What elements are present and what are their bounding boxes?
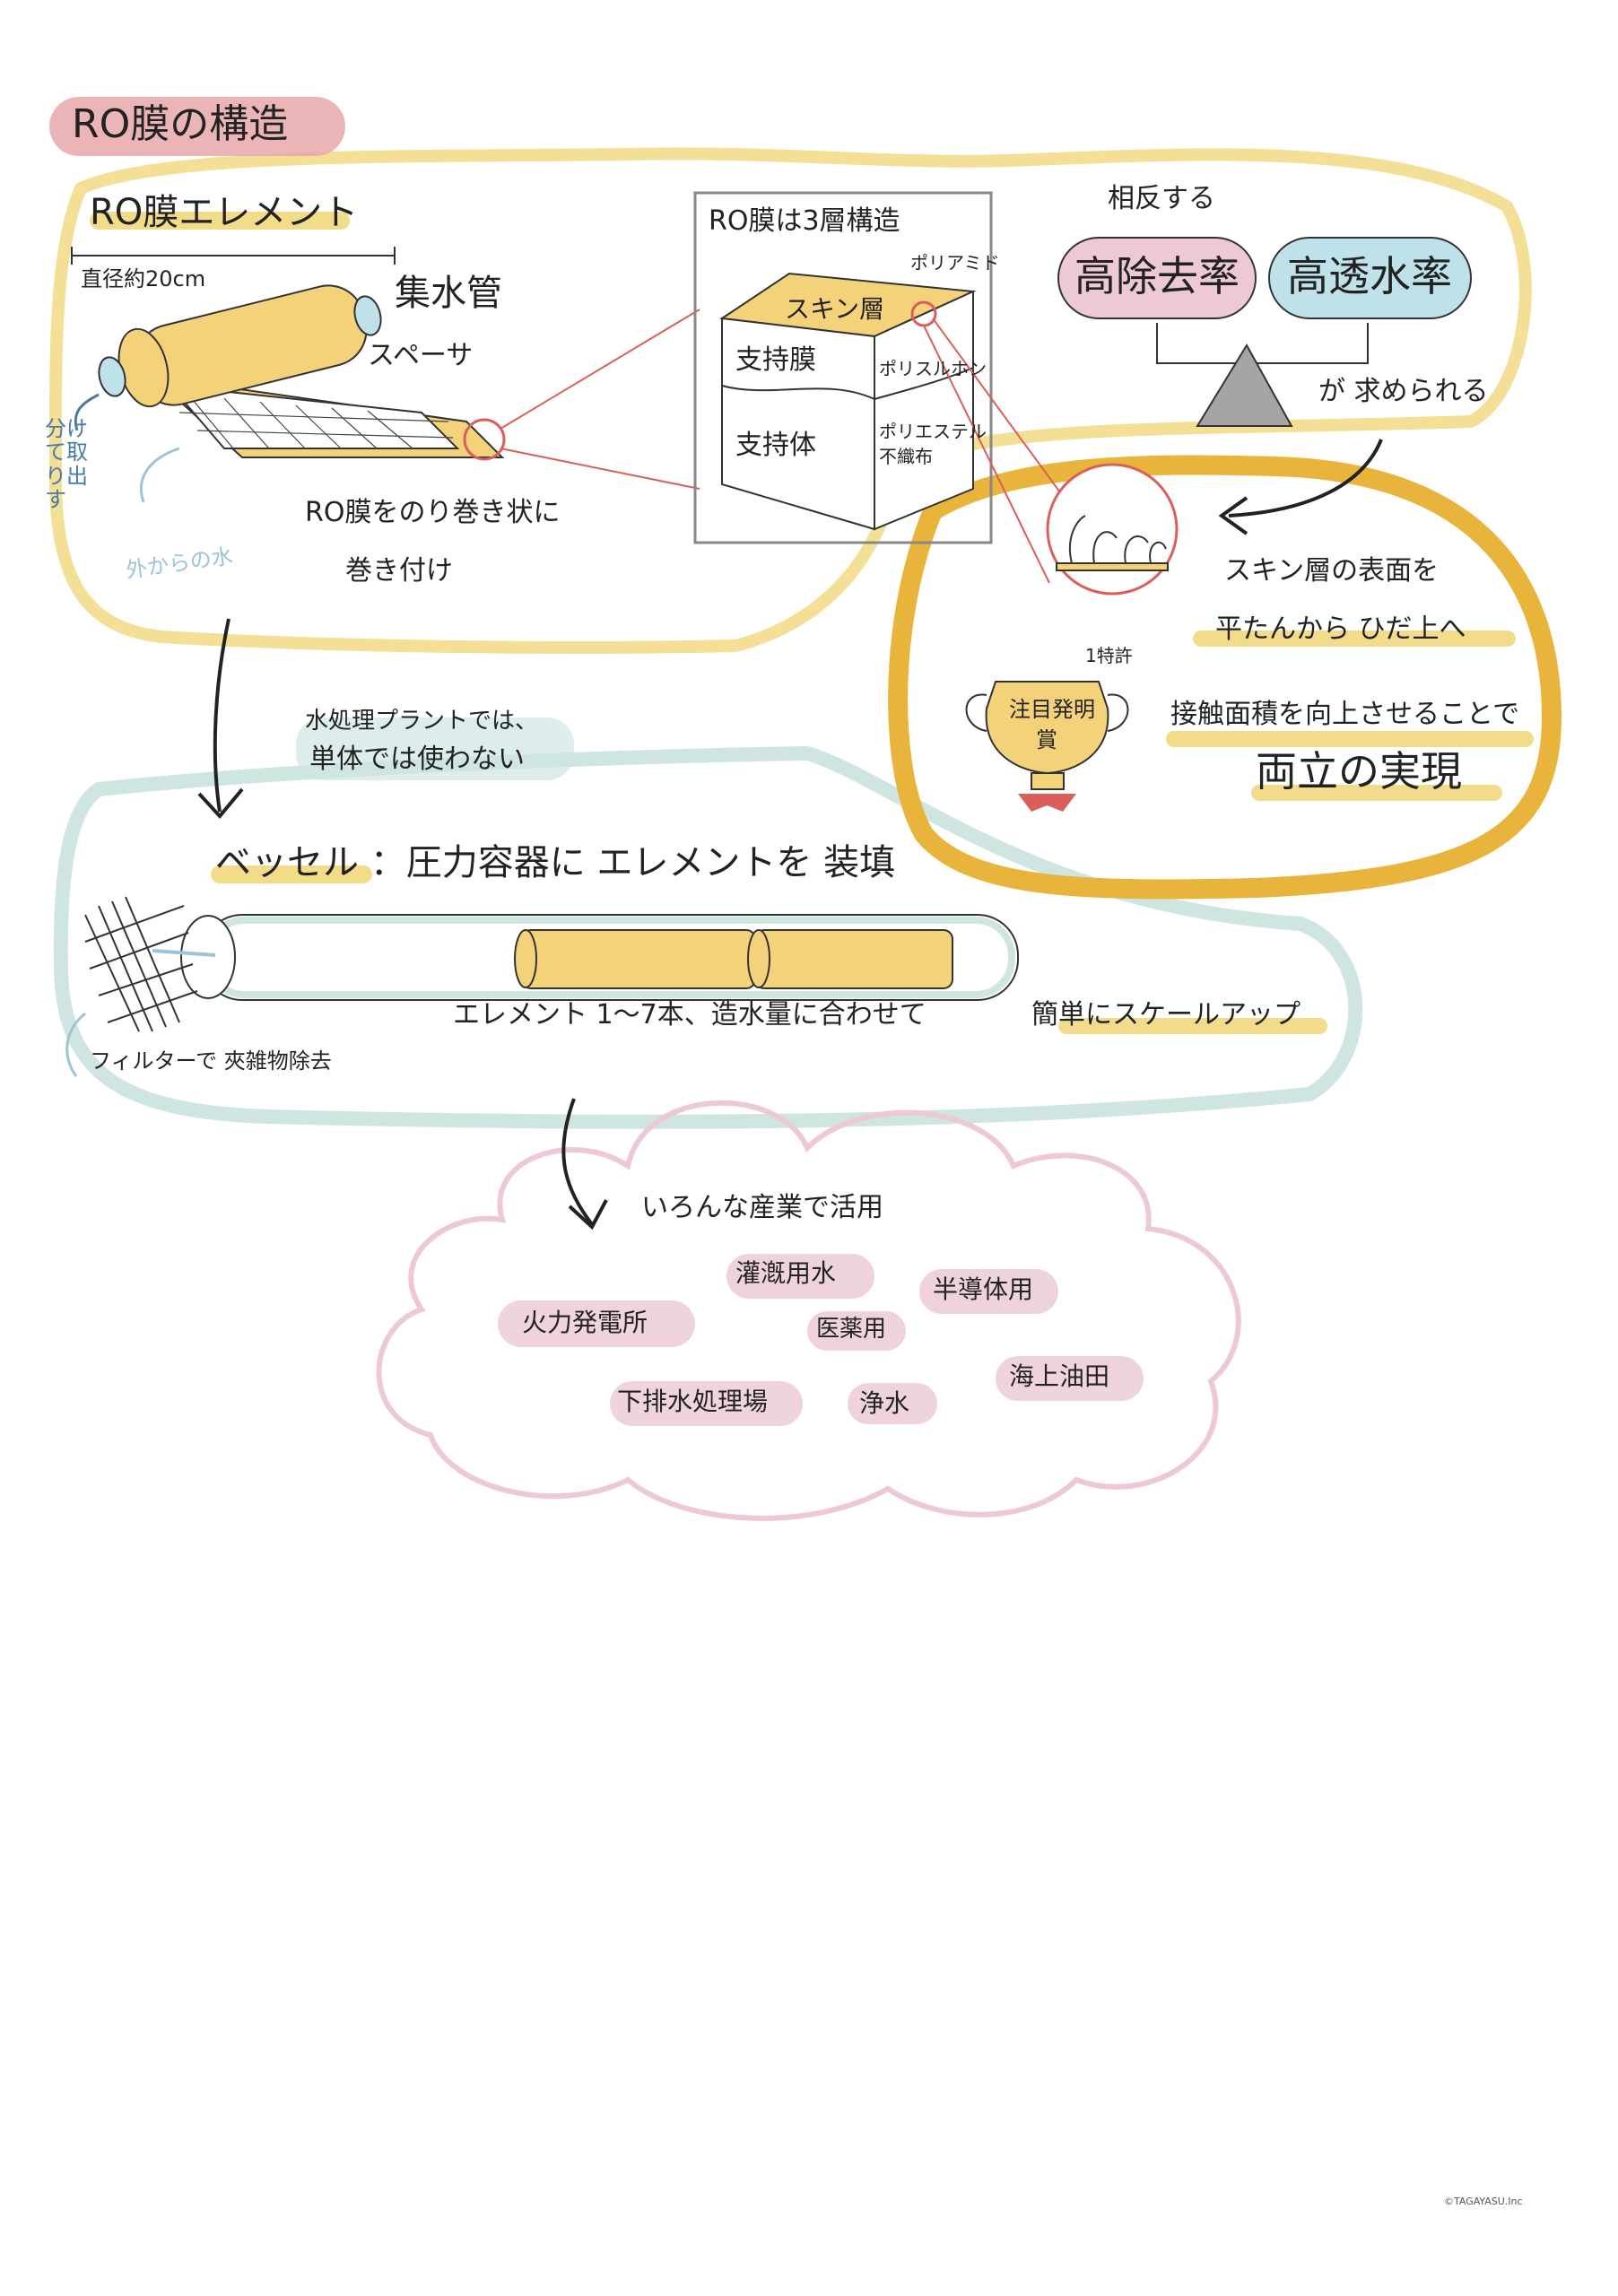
layer-box-frame (693, 191, 993, 544)
title-highlight (49, 97, 345, 156)
high-rejection-pill (1057, 237, 1257, 319)
filter-label: フィルターで 夾雑物除去 (90, 1048, 332, 1074)
trophy-label-line1: 注目発明 (1009, 697, 1095, 722)
skin-surface-line1: スキン層の表面を (1224, 555, 1440, 587)
industry-cloud (376, 1100, 1241, 1521)
skin-surface-line4: 両立の実現 (1256, 747, 1462, 796)
required-label: が 求められる (1318, 376, 1489, 407)
polyamide-label: ポリアミド (910, 252, 1000, 274)
industry-item: 海上油田 (1009, 1361, 1110, 1391)
vessel-heading: ベッセル ：圧力容器に エレメントを 装填 (215, 842, 896, 883)
plant-note-line1: 水処理プラントでは、 (305, 708, 539, 735)
balance-triangle (1196, 344, 1293, 427)
industry-item: 半導体用 (933, 1274, 1034, 1304)
polysulfone-label: ポリスルホン (879, 358, 987, 379)
page-title: RO膜の構造 (72, 101, 289, 147)
patent-label: 1特許 (1085, 645, 1133, 666)
wrap-label-line2: 巻き付け (345, 555, 453, 587)
filter-mesh-icon (84, 896, 198, 1032)
diameter-label: 直径約20cm (81, 266, 206, 291)
element-label-underline (90, 212, 350, 230)
teal-region-outline (53, 746, 1363, 1129)
polyester-label-line1: ポリエステル (879, 421, 987, 442)
layer-cube (719, 272, 977, 531)
high-permeability-label: 高透水率 (1287, 252, 1452, 300)
copyright: ©TAGAYASU.Inc (1444, 2196, 1523, 2207)
skin-surface-line3: 接触面積を向上させることで (1170, 699, 1520, 730)
high-permeability-pill (1268, 237, 1472, 319)
orange-region-outline (888, 455, 1561, 900)
high-rejection-label: 高除去率 (1074, 252, 1240, 300)
skin-layer-label: スキン層 (785, 294, 885, 324)
spacer-label: スペーサ (368, 340, 474, 371)
industry-item: 医薬用 (816, 1316, 887, 1343)
polyester-label-line2: 不織布 (879, 446, 933, 467)
plant-note-line2: 単体では使わない (309, 744, 525, 775)
wrap-label-line1: RO膜をのり巻き状に (305, 497, 561, 528)
ro-element-illustration (74, 284, 505, 503)
element-count-highlight: 簡単にスケールアップ (1031, 999, 1300, 1031)
industry-item: 浄水 (859, 1388, 910, 1418)
element-count-prefix: エレメント 1〜7本、造水量に合わせて (453, 999, 926, 1031)
separate-label: 分けて取り出す (45, 416, 88, 513)
industry-item: 灌漑用水 (735, 1258, 837, 1288)
trophy-label-line2: 賞 (1036, 727, 1057, 752)
collector-pipe-label: 集水管 (395, 273, 502, 314)
vessel-illustration (180, 914, 1019, 1001)
support-membrane-label: 支持膜 (735, 344, 816, 376)
layer-title: RO膜は3層構造 (709, 205, 900, 237)
trophy-icon (965, 681, 1129, 812)
contradictory-label: 相反する (1108, 183, 1215, 214)
industries-heading: いろんな産業で活用 (641, 1192, 883, 1223)
support-body-label: 支持体 (735, 430, 816, 461)
element-label: RO膜エレメント (90, 192, 359, 233)
industry-item: 火力発電所 (522, 1308, 648, 1337)
skin-surface-line2: 平たんから ひだ上へ (1215, 613, 1466, 645)
industry-item: 下排水処理場 (617, 1387, 769, 1416)
industry-pills (498, 1254, 1144, 1426)
